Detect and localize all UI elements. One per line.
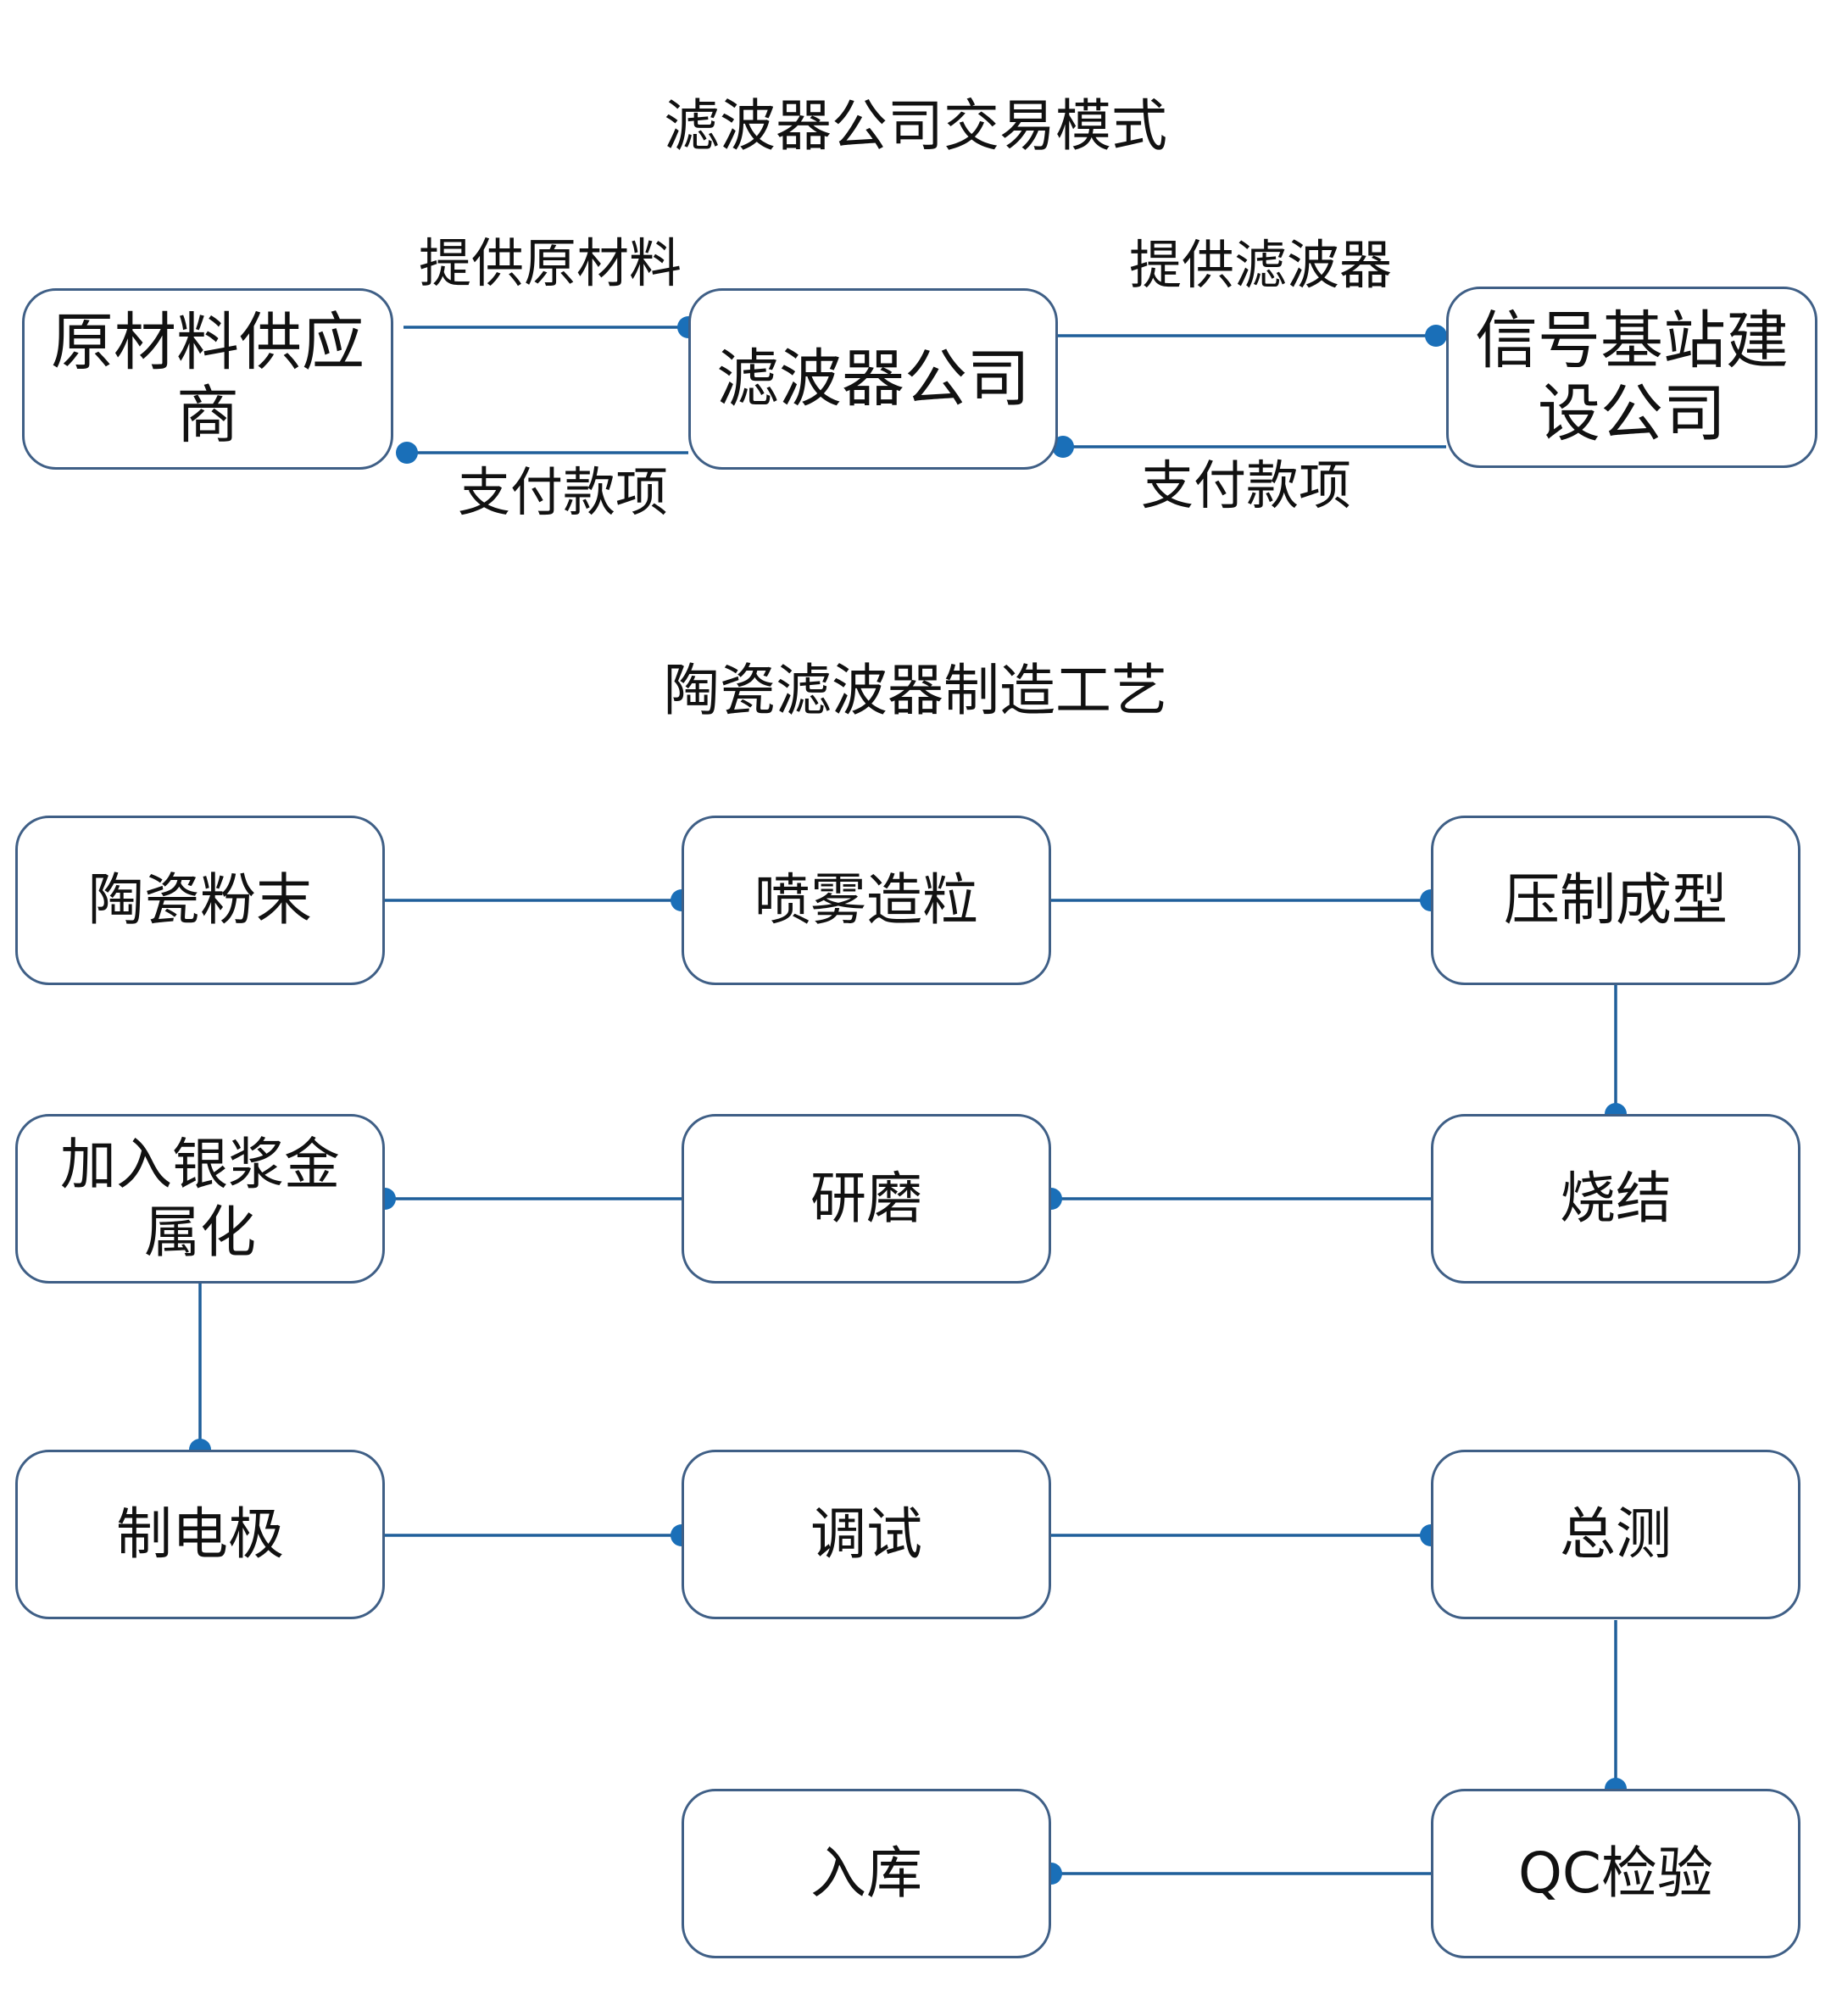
step-sintering: 烧结 <box>1431 1114 1800 1284</box>
step-label: 压制成型 <box>1504 867 1728 933</box>
step-label: 研磨 <box>810 1166 922 1231</box>
edge-label-pay-supplier: 支付款项 <box>458 461 669 523</box>
step-silver-metallization: 加入银浆金属化 <box>15 1114 385 1284</box>
node-filter-company-label: 滤波器公司 <box>716 342 1030 415</box>
step-label: 调试 <box>810 1501 922 1567</box>
step-label: 加入银浆金属化 <box>60 1132 340 1265</box>
node-supplier: 原材料供应商 <box>22 288 393 470</box>
step-final-test: 总测 <box>1431 1450 1800 1619</box>
node-filter-company: 滤波器公司 <box>688 288 1058 470</box>
node-base-station-label: 信号基站建设公司 <box>1475 304 1789 450</box>
node-base-station: 信号基站建设公司 <box>1446 287 1817 468</box>
step-spray-granulation: 喷雾造粒 <box>682 816 1051 985</box>
step-label: 陶瓷粉末 <box>88 867 312 933</box>
step-tuning: 调试 <box>682 1450 1051 1619</box>
step-warehousing: 入库 <box>682 1789 1051 1958</box>
edge-label-pay-company: 支付款项 <box>1141 454 1352 516</box>
node-supplier-label: 原材料供应商 <box>51 306 365 452</box>
arrow-dot <box>1052 436 1074 458</box>
step-label: QC检验 <box>1517 1841 1714 1906</box>
step-make-electrode: 制电极 <box>15 1450 385 1619</box>
edge-label-supply-filter: 提供滤波器 <box>1129 234 1393 296</box>
step-grinding: 研磨 <box>682 1114 1051 1284</box>
arrow-dot <box>396 442 418 464</box>
step-label: 喷雾造粒 <box>754 867 978 933</box>
step-label: 烧结 <box>1560 1166 1672 1231</box>
step-label: 入库 <box>810 1841 922 1906</box>
step-label: 总测 <box>1560 1501 1672 1567</box>
step-qc-inspection: QC检验 <box>1431 1789 1800 1958</box>
step-ceramic-powder: 陶瓷粉末 <box>15 816 385 985</box>
step-press-molding: 压制成型 <box>1431 816 1800 985</box>
arrow-dot <box>1425 325 1447 347</box>
section2-title: 陶瓷滤波器制造工艺 <box>664 658 1167 723</box>
section1-title: 滤波器公司交易模式 <box>664 93 1167 159</box>
step-label: 制电极 <box>116 1501 284 1567</box>
edge-label-supply-material: 提供原材料 <box>419 232 682 294</box>
